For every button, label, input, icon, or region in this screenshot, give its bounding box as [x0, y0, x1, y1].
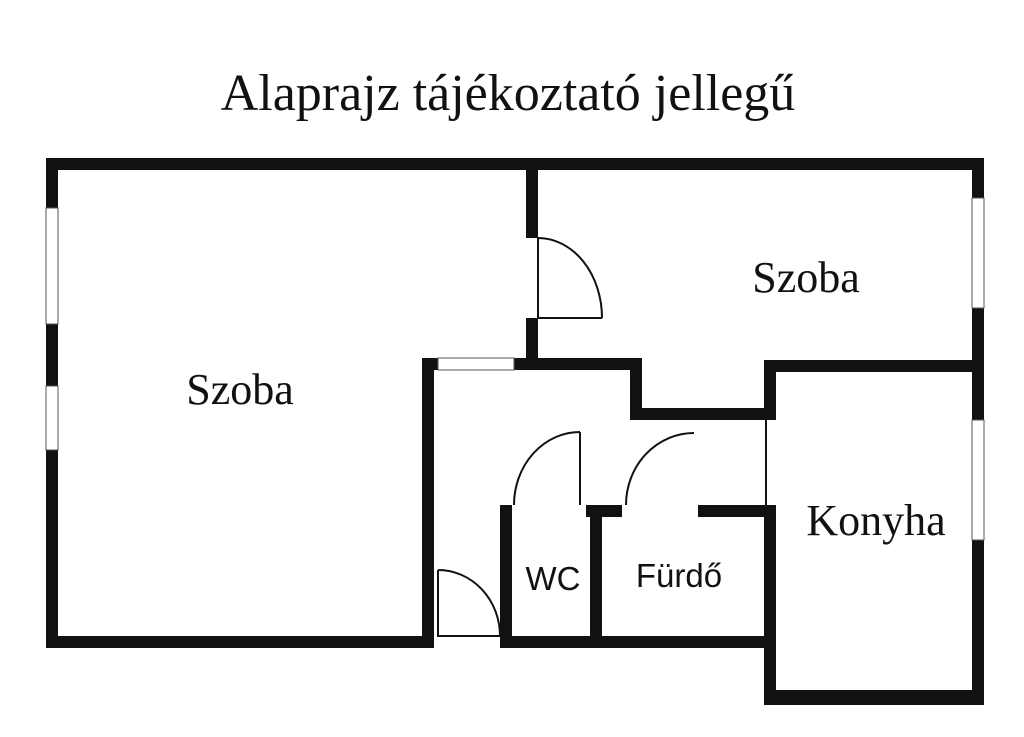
kitchen-wall-left-lower — [764, 505, 776, 705]
plan-title: Alaprajz tájékoztató jellegű — [221, 65, 796, 122]
window-left-upper — [45, 207, 59, 325]
room-label-wc: WC — [526, 560, 581, 597]
partition-bedrooms-lower — [526, 318, 538, 370]
outer-wall-right-lower — [972, 540, 984, 705]
hall-wall-left — [422, 358, 434, 648]
room-label-bathroom: Fürdő — [636, 557, 722, 594]
window-right-kitchen — [971, 419, 985, 541]
kitchen-wall-left-upper — [764, 360, 776, 420]
wc-bath-partition — [590, 505, 602, 645]
windows — [45, 197, 985, 541]
hall-niche-bottom — [630, 408, 776, 420]
outer-wall-right-middle — [972, 308, 984, 420]
window-right-bedroom — [971, 197, 985, 309]
outer-wall-right-upper — [972, 158, 984, 198]
bedroom-wall-bottom — [514, 358, 642, 370]
wc-bath-stub — [586, 505, 622, 517]
door-bathroom — [625, 432, 695, 506]
room-label-kitchen: Konyha — [806, 496, 945, 545]
kitchen-wall-bottom — [764, 690, 984, 705]
window-left-lower — [45, 385, 59, 451]
opening-hall-top — [437, 357, 515, 371]
hall-niche-side — [630, 358, 642, 420]
kitchen-wall-top — [764, 360, 982, 372]
outer-wall-top — [46, 158, 982, 170]
walls — [46, 158, 984, 705]
doors — [437, 237, 767, 637]
door-wc — [513, 431, 581, 506]
room-label-living-room: Szoba — [186, 365, 294, 414]
partition-bedrooms-upper — [526, 166, 538, 238]
wc-wall-left — [500, 505, 512, 648]
bath-wall-bottom — [500, 636, 776, 648]
room-label-bedroom: Szoba — [752, 253, 860, 302]
bath-wall-top-stub — [698, 505, 776, 517]
door-entrance — [437, 569, 501, 637]
door-bedroom — [537, 237, 603, 319]
outer-wall-bottom-left — [46, 636, 434, 648]
hall-wall-top — [422, 358, 438, 370]
